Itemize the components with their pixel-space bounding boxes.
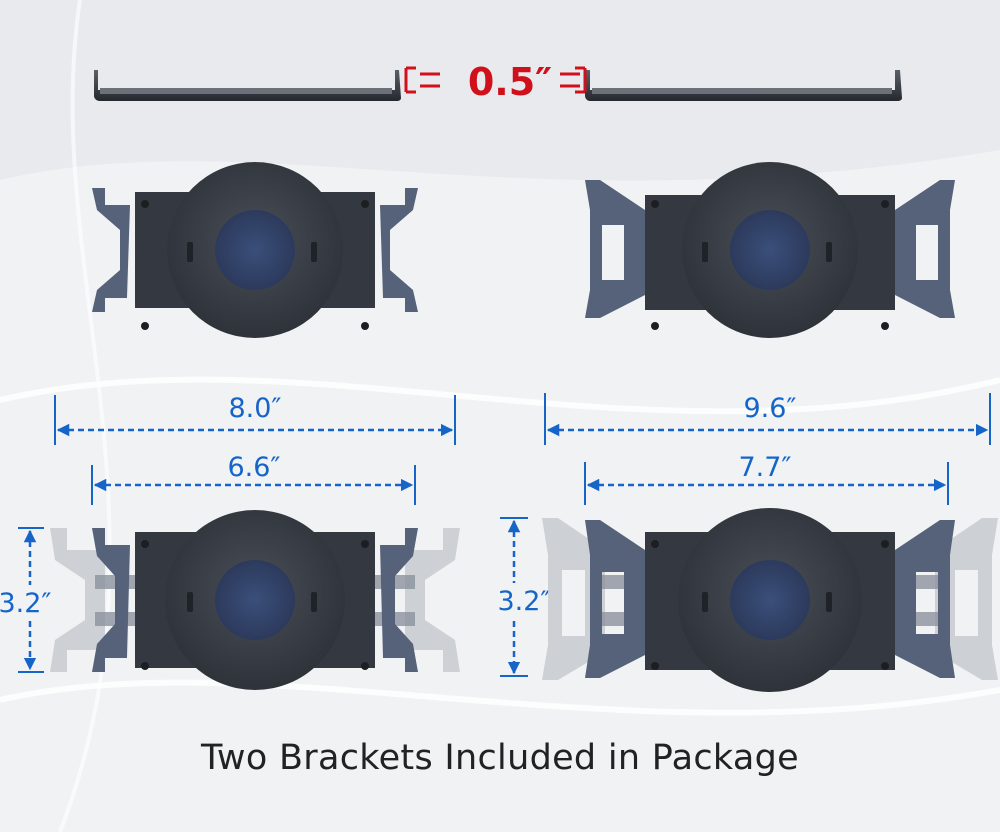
large-bracket-dimensions: 9.6″ 7.7″ 3.2″ <box>490 393 991 677</box>
small-inner-width-label: 6.6″ <box>227 452 280 483</box>
large-outer-width-label: 9.6″ <box>743 393 796 424</box>
holder-large-bracket <box>585 162 955 338</box>
small-bracket-dimensions: 8.0″ 6.6″ 3.2″ <box>0 393 456 673</box>
large-height-label: 3.2″ <box>497 586 550 617</box>
holder-small-bracket-extended <box>50 510 460 690</box>
thickness-label: 0.5″ <box>468 60 552 104</box>
holder-small-bracket <box>92 162 418 338</box>
side-view-right-bar <box>585 70 902 101</box>
thickness-marker: 0.5″ <box>404 60 587 104</box>
side-view-left-bar <box>94 70 401 101</box>
holder-large-bracket-extended <box>542 508 998 692</box>
small-outer-width-label: 8.0″ <box>228 393 281 424</box>
small-height-label: 3.2″ <box>0 588 52 619</box>
large-inner-width-label: 7.7″ <box>738 452 791 483</box>
package-caption: Two Brackets Included in Package <box>201 738 799 778</box>
